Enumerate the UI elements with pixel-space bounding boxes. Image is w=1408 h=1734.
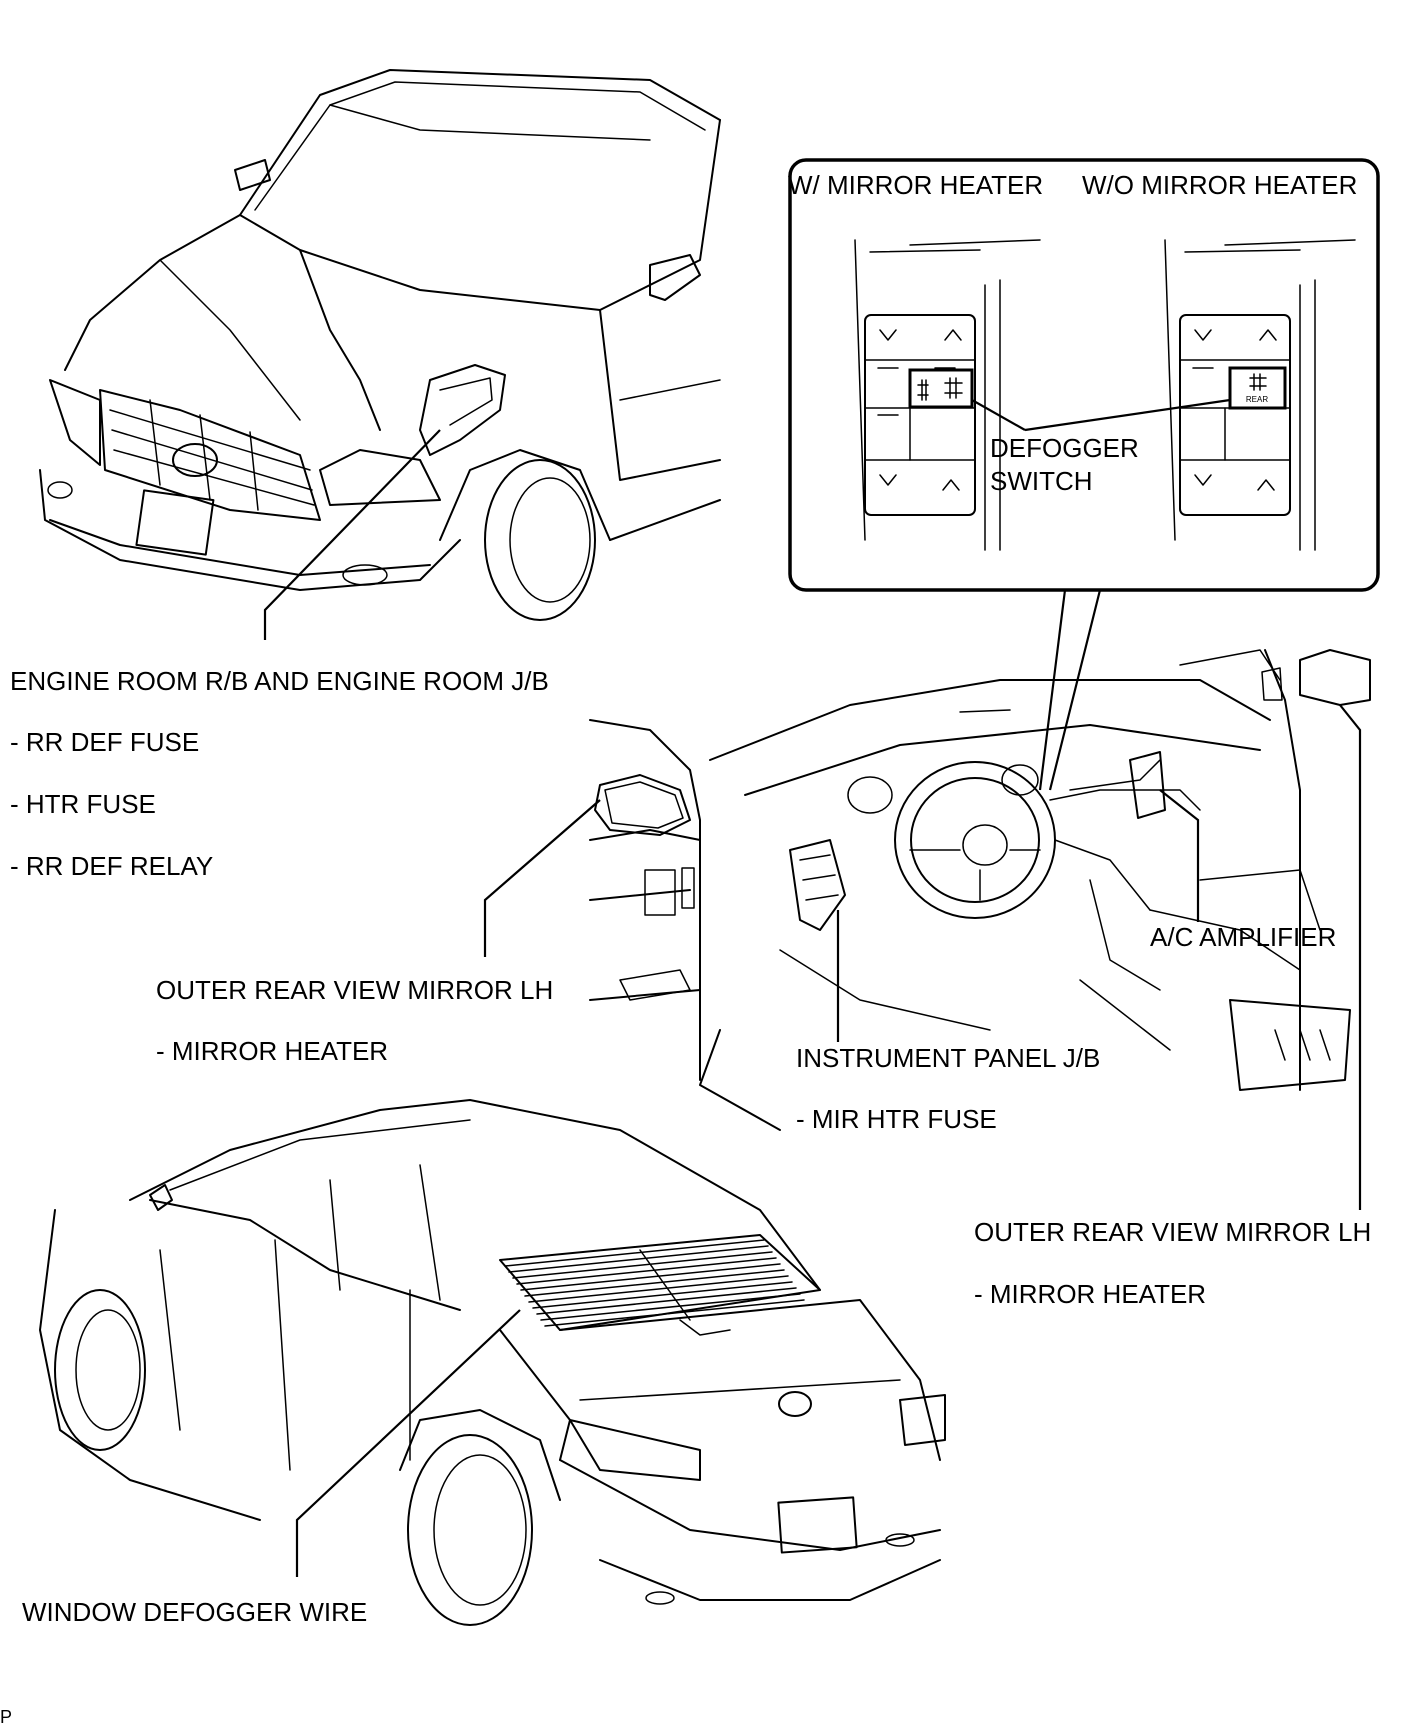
label-instrument-panel-jb: INSTRUMENT PANEL J/B [796,1043,1101,1073]
label-htr-fuse: - HTR FUSE [10,789,156,819]
label-engine-room: ENGINE ROOM R/B AND ENGINE ROOM J/B [10,666,549,696]
label-mir-htr-fuse: - MIR HTR FUSE [796,1104,997,1134]
front-car-illustration [39,69,721,621]
rear-icon-text: REAR [1246,395,1268,404]
label-rr-def-relay: - RR DEF RELAY [10,851,214,881]
interior-illustration [589,649,1371,1131]
label-wo-mirror-heater: W/O MIRROR HEATER [1082,170,1358,200]
defogger-switch-inset: REAR [788,158,1380,791]
label-mirror-heater-left: - MIRROR HEATER [156,1036,389,1066]
corner-mark: P [0,1707,13,1727]
label-rr-def-fuse: - RR DEF FUSE [10,727,200,757]
label-defogger-switch-line1: DEFOGGER [990,433,1139,463]
leader-lines [263,429,1362,1577]
label-w-mirror-heater: W/ MIRROR HEATER [788,170,1044,200]
label-window-defogger-wire: WINDOW DEFOGGER WIRE [22,1597,368,1627]
label-mirror-lh-right: OUTER REAR VIEW MIRROR LH [974,1217,1372,1247]
label-mirror-heater-right: - MIRROR HEATER [974,1279,1207,1309]
label-defogger-switch-line2: SWITCH [990,466,1093,496]
label-mirror-lh-left: OUTER REAR VIEW MIRROR LH [156,975,554,1005]
rear-car-illustration [39,1099,946,1626]
label-ac-amplifier: A/C AMPLIFIER [1150,922,1337,952]
